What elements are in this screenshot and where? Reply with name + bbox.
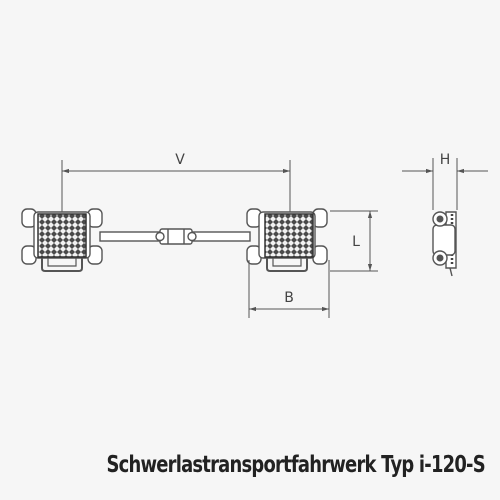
- technical-drawing: V B L H: [21, 152, 488, 318]
- handle: [41, 256, 83, 272]
- connecting-rod: [99, 228, 251, 245]
- left-transport-unit: [21, 208, 103, 272]
- knurled-pad: [37, 213, 87, 258]
- dimension-b-label: B: [284, 290, 294, 306]
- dimension-h: [402, 158, 488, 210]
- knurled-pad: [264, 213, 314, 258]
- dimension-b: [248, 260, 330, 318]
- dimension-h-label: H: [440, 152, 451, 168]
- right-transport-unit: [246, 208, 328, 272]
- handle: [266, 256, 308, 272]
- dimension-l: [330, 210, 378, 272]
- dimension-l-label: L: [352, 234, 360, 250]
- product-caption: Schwerlastransportfahrwerk Typ i-120-S: [106, 452, 485, 478]
- dimension-v-label: V: [175, 152, 185, 168]
- dimension-v: [61, 160, 291, 212]
- side-view: [432, 211, 457, 277]
- rod-clamp: [159, 228, 193, 245]
